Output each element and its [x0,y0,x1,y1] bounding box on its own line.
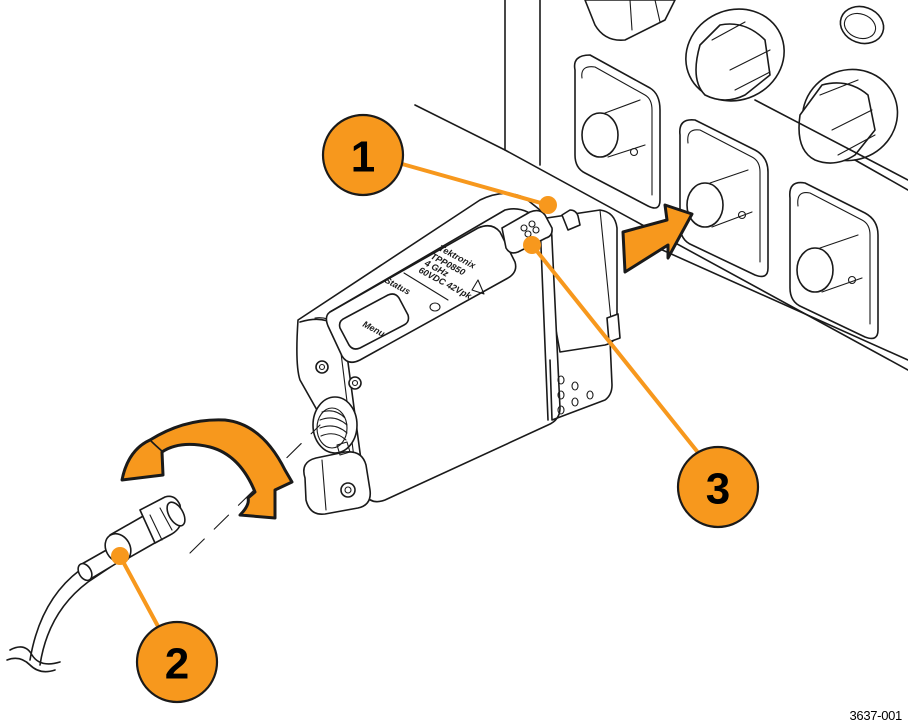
callout-1-number: 1 [351,133,375,182]
leader-3 [530,243,702,457]
callout-2-number: 2 [165,640,189,689]
leader-3-dot [523,236,541,254]
probe-vents [557,375,594,415]
leader-2 [118,554,162,632]
knob-top-left [584,0,676,42]
bnc-input-2 [678,118,769,278]
panel-bottom-edge [414,104,506,151]
knob-right [798,68,908,191]
leader-1-dot [539,196,557,214]
bnc-input-1 [573,54,661,209]
rotate-arrow-icon [120,418,294,520]
callout-3: 3 [676,445,760,529]
probe-front-connector [303,360,372,516]
panel-lower-line [639,239,908,361]
callout-1: 1 [321,113,405,197]
knob-top-middle [685,8,785,102]
probe: Menu Status Tektronix TPP0850 4 GHz 60VD… [296,192,621,516]
oscilloscope-panel [414,0,908,371]
probe-latch [561,209,581,231]
probe-label-panel: Menu Status Tektronix TPP0850 4 GHz 60VD… [325,224,517,364]
probe-rear-tab [606,313,621,343]
insert-arrow-icon [621,203,694,274]
callout-leaders [111,160,702,632]
panel-line [754,99,908,181]
callout-3-number: 3 [706,465,730,514]
alignment-line [189,424,321,554]
warning-triangle-icon [471,279,485,295]
leader-2-dot [111,547,129,565]
bnc-input-3 [788,181,879,340]
figure-id: 3637-001 [849,708,902,723]
leader-1 [393,160,550,207]
callout-2: 2 [135,620,219,704]
button-oval [839,5,885,45]
release-button[interactable] [501,209,553,254]
status-led-icon [429,302,441,312]
menu-button[interactable] [338,293,410,350]
